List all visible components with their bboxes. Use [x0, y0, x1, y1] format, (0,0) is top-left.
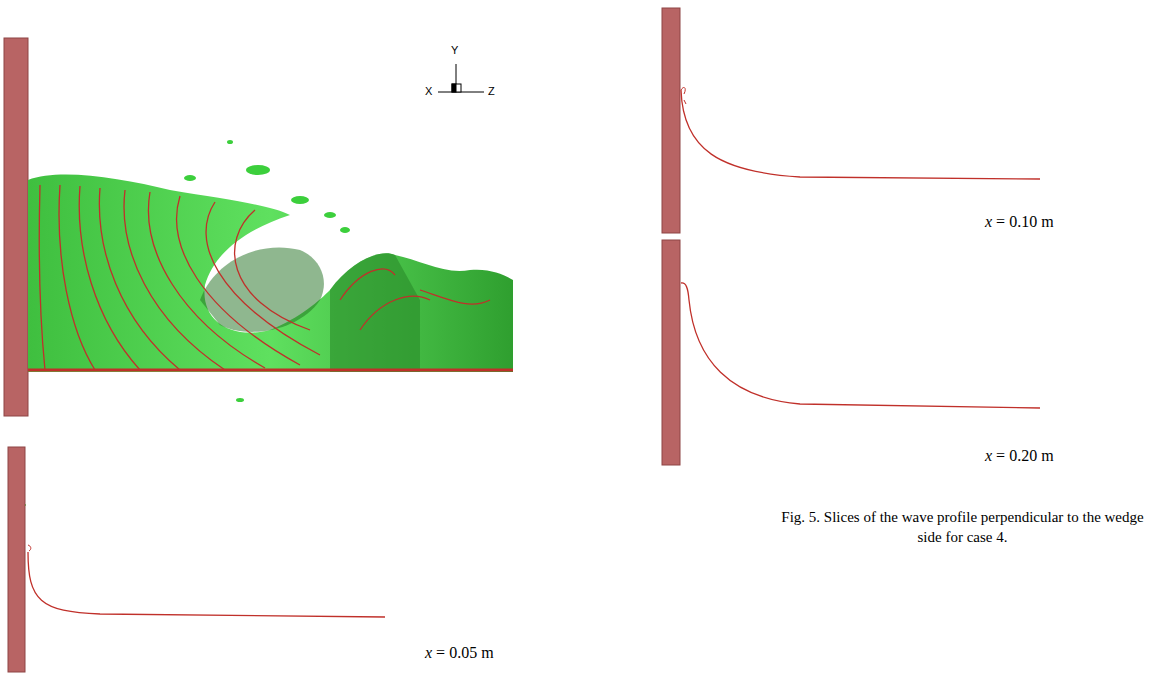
- wedge-wall: [662, 8, 680, 233]
- contour-lines: [39, 185, 490, 370]
- still-water-line: [28, 369, 513, 372]
- wave-profile: [681, 283, 1040, 408]
- spray-tip: [28, 545, 31, 551]
- wave-profile: [681, 90, 1040, 179]
- slice-label: x = 0.10 m: [985, 213, 1054, 231]
- axis-triad: [438, 64, 484, 92]
- slice-label: x = 0.20 m: [985, 447, 1054, 465]
- wedge-wall: [8, 447, 25, 672]
- spray-droplets: [24, 140, 350, 506]
- wedge-wall: [4, 38, 28, 416]
- spray-tip: [681, 87, 686, 104]
- axis-label: Y: [451, 44, 458, 56]
- slice-label: x = 0.05 m: [425, 644, 494, 662]
- axis-label: X: [425, 85, 432, 97]
- wave-shadow: [200, 247, 324, 331]
- free-surface: [28, 175, 513, 372]
- figure-caption: Fig. 5. Slices of the wave profile perpe…: [770, 508, 1155, 547]
- wave-profile: [28, 552, 385, 617]
- wedge-wall: [662, 240, 680, 465]
- axis-label: Z: [488, 85, 495, 97]
